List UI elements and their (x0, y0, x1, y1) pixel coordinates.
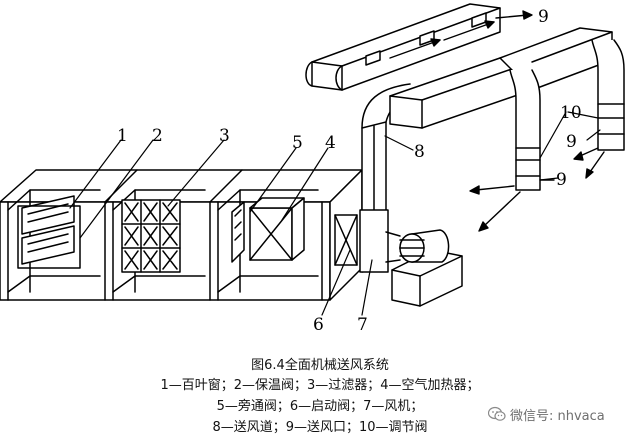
louver-window (17, 195, 81, 269)
start-valve (334, 214, 358, 266)
fan-and-riser (359, 83, 463, 307)
label-6: 6 (313, 315, 324, 335)
figure-caption-title: 图6.4全面机械送风系统 (251, 358, 389, 373)
label-9-middle: 9 (556, 170, 567, 190)
label-7: 7 (357, 315, 368, 335)
label-2: 2 (152, 126, 163, 146)
heater-and-bypass (231, 197, 305, 263)
label-5: 5 (292, 133, 303, 153)
leader-lines (69, 111, 601, 316)
figure-legend-line-1: 1—百叶窗；2—保温阀；3—过滤器；4—空气加热器； (160, 378, 480, 393)
figure-legend-line-2: 5—旁通阀；6—启动阀；7—风机； (216, 399, 424, 414)
filter (121, 199, 181, 273)
supply-duct (305, 3, 625, 191)
label-1: 1 (117, 126, 128, 146)
watermark-text: 微信号: nhvaca (510, 408, 605, 424)
component-numbers: 1 2 3 5 4 6 7 8 9 10 9 9 (117, 7, 582, 335)
watermark: 微信号: nhvaca (488, 404, 605, 424)
label-9-right: 9 (566, 132, 577, 152)
label-4: 4 (325, 133, 336, 153)
label-3: 3 (219, 126, 230, 146)
wechat-icon (488, 406, 506, 421)
label-8: 8 (414, 142, 425, 162)
label-10: 10 (560, 103, 582, 123)
figure-legend-line-3: 8—送风道；9—送风口；10—调节阀 (212, 420, 428, 435)
ventilation-system-diagram: 1 2 3 5 4 6 7 8 9 10 9 9 (0, 3, 625, 335)
label-9-top: 9 (538, 7, 549, 27)
airflow-arrows (389, 10, 605, 232)
